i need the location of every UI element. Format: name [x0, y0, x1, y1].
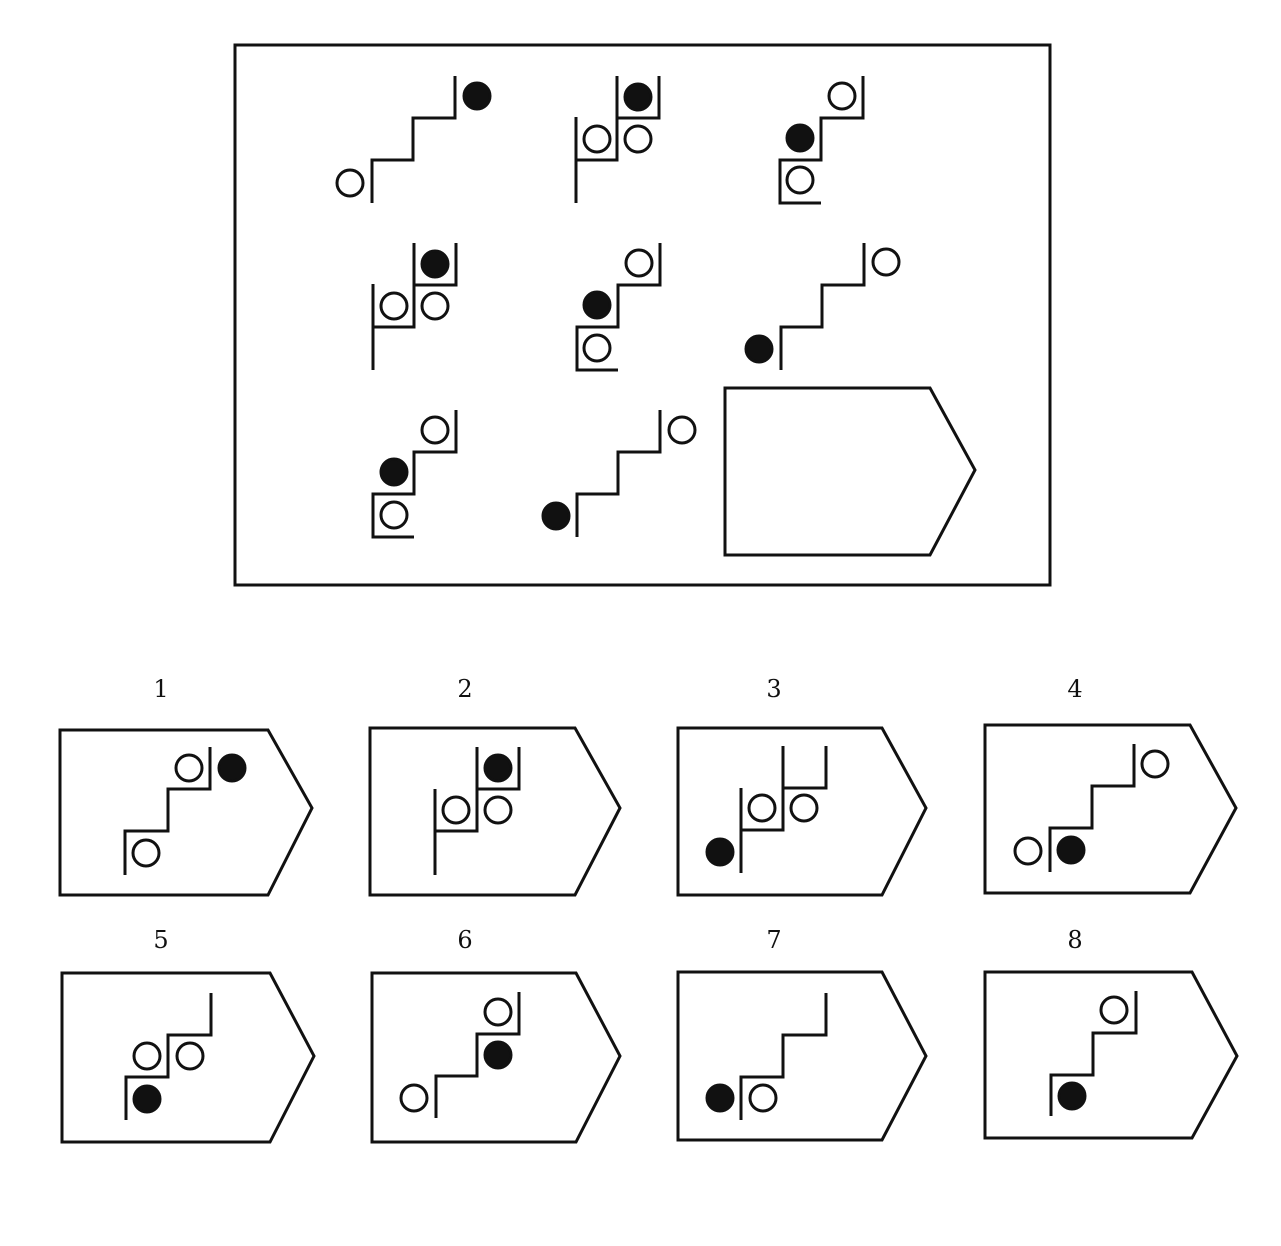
- black-circle: [582, 290, 612, 320]
- option-number-4: 4: [1067, 675, 1082, 703]
- black-circle: [483, 753, 513, 783]
- white-circle: [623, 124, 653, 154]
- matrix-cell-3-2: [541, 410, 697, 537]
- option-number-2: 2: [457, 675, 472, 703]
- white-circle: [667, 415, 697, 445]
- staircase: [433, 747, 521, 875]
- white-circle: [399, 1083, 429, 1113]
- white-circle: [827, 81, 857, 111]
- white-circle: [1099, 995, 1129, 1025]
- answer-option-6[interactable]: [370, 971, 622, 1144]
- white-circle: [1013, 836, 1043, 866]
- white-circle: [174, 753, 204, 783]
- option-number-5: 5: [153, 926, 168, 954]
- black-circle: [462, 81, 492, 111]
- matrix-cell-2-2: [575, 243, 662, 372]
- black-circle: [705, 1083, 735, 1113]
- white-circle: [131, 838, 161, 868]
- option-number-8: 8: [1067, 926, 1082, 954]
- black-circle: [541, 501, 571, 531]
- white-circle: [379, 500, 409, 530]
- staircase: [575, 410, 662, 537]
- matrix-frame: [233, 43, 1052, 587]
- black-circle: [217, 753, 247, 783]
- black-circle: [744, 334, 774, 364]
- answer-option-5[interactable]: [60, 971, 316, 1144]
- missing-answer-slot[interactable]: [723, 386, 977, 557]
- staircase: [739, 993, 828, 1120]
- option-card: [676, 726, 928, 897]
- black-circle: [705, 837, 735, 867]
- black-circle: [785, 123, 815, 153]
- staircase: [370, 76, 457, 203]
- white-circle: [582, 333, 612, 363]
- staircase: [739, 746, 828, 873]
- staircase: [371, 243, 458, 370]
- option-card: [676, 970, 928, 1142]
- answer-option-4[interactable]: [983, 723, 1238, 895]
- option-card: [370, 971, 622, 1144]
- white-circle: [132, 1041, 162, 1071]
- black-circle: [1057, 1081, 1087, 1111]
- option-card: [983, 970, 1239, 1140]
- white-circle: [420, 415, 450, 445]
- matrix-cell-1-2: [574, 76, 661, 203]
- white-circle: [441, 795, 471, 825]
- black-circle: [483, 1040, 513, 1070]
- option-card: [60, 971, 316, 1144]
- option-number-1: 1: [153, 675, 168, 703]
- black-circle: [132, 1084, 162, 1114]
- bracket: [575, 327, 618, 372]
- option-number-6: 6: [457, 926, 472, 954]
- white-circle: [379, 291, 409, 321]
- matrix-cell-1-1: [335, 76, 492, 203]
- black-circle: [1056, 835, 1086, 865]
- black-circle: [379, 457, 409, 487]
- staircase: [1049, 991, 1138, 1116]
- answer-option-1[interactable]: [58, 728, 314, 897]
- staircase: [1048, 744, 1136, 872]
- option-number-3: 3: [766, 675, 781, 703]
- option-card: [368, 726, 622, 897]
- matrix-cell-2-1: [371, 243, 458, 370]
- bracket: [371, 494, 414, 539]
- staircase: [434, 992, 521, 1118]
- white-circle: [175, 1041, 205, 1071]
- white-circle: [624, 248, 654, 278]
- staircase: [779, 243, 866, 370]
- answer-option-7[interactable]: [676, 970, 928, 1142]
- answer-option-2[interactable]: [368, 726, 622, 897]
- option-card: [58, 728, 314, 897]
- answer-option-8[interactable]: [983, 970, 1239, 1140]
- option-number-7: 7: [766, 926, 781, 954]
- bracket: [778, 160, 821, 205]
- white-circle: [335, 168, 365, 198]
- white-circle: [785, 165, 815, 195]
- white-circle: [871, 247, 901, 277]
- white-circle: [582, 124, 612, 154]
- white-circle: [483, 997, 513, 1027]
- white-circle: [420, 291, 450, 321]
- white-circle: [483, 795, 513, 825]
- matrix-cell-1-3: [778, 76, 865, 205]
- white-circle: [789, 793, 819, 823]
- black-circle: [420, 249, 450, 279]
- white-circle: [747, 793, 777, 823]
- staircase: [574, 76, 661, 203]
- staircase: [123, 747, 212, 875]
- matrix-cell-3-1: [371, 410, 458, 539]
- matrix-cell-2-3: [744, 243, 901, 370]
- option-card: [983, 723, 1238, 895]
- white-circle: [748, 1083, 778, 1113]
- white-circle: [1140, 749, 1170, 779]
- answer-option-3[interactable]: [676, 726, 928, 897]
- black-circle: [623, 82, 653, 112]
